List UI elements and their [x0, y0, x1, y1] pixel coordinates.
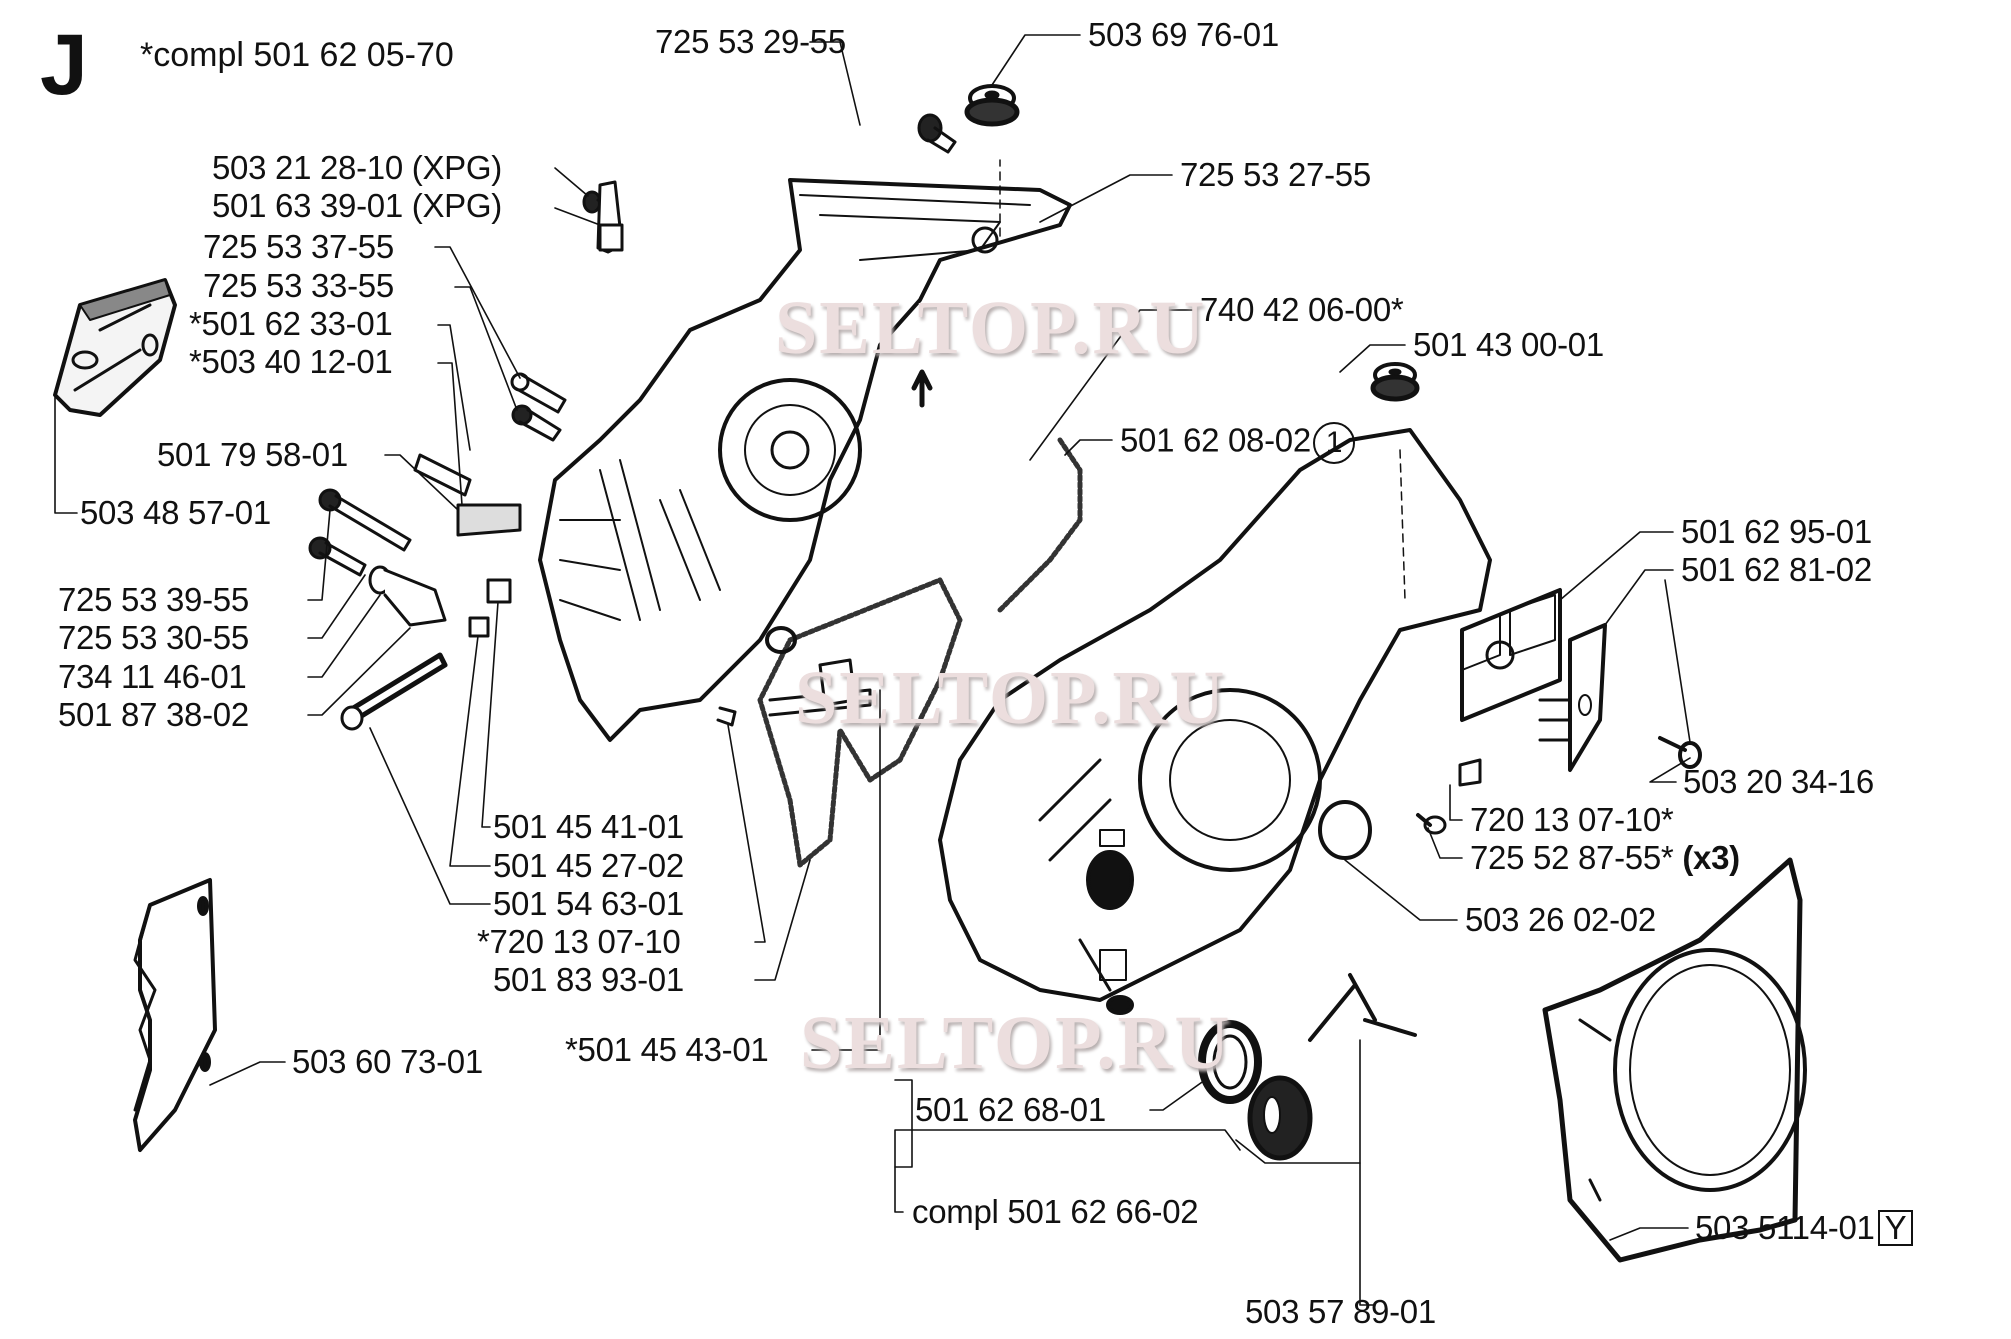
chain-catcher-drawing — [133, 878, 217, 1152]
part-label[interactable]: 501 62 95-01 — [1681, 513, 1872, 550]
kit-note: *compl 501 62 05-70 — [140, 36, 454, 74]
part-label[interactable]: 503 69 76-01 — [1088, 16, 1279, 53]
part-label-with-qty[interactable]: 725 52 87-55* (x3) — [1470, 840, 1740, 876]
watermark-bottom: SELTOP.RU — [800, 1001, 1232, 1085]
part-label[interactable]: 725 53 27-55 — [1180, 156, 1371, 193]
crankcase-half-right-drawing — [938, 428, 1492, 1015]
section-letter: J — [40, 17, 88, 113]
part-label[interactable]: 740 42 06-00* — [1200, 291, 1404, 328]
watermark-middle: SELTOP.RU — [795, 656, 1227, 740]
part-label[interactable]: 501 87 38-02 — [58, 696, 249, 733]
part-label[interactable]: 503 48 57-01 — [80, 494, 271, 531]
part-label[interactable]: 725 53 29-55 — [655, 23, 846, 60]
part-label[interactable]: 501 43 00-01 — [1413, 326, 1604, 363]
part-label[interactable]: *720 13 07-10 — [477, 923, 681, 960]
part-label[interactable]: 725 53 30-55 — [58, 619, 249, 656]
part-label[interactable]: *503 40 12-01 — [189, 343, 393, 380]
part-label[interactable]: 503 60 73-01 — [292, 1043, 483, 1080]
part-label[interactable]: *501 45 43-01 — [565, 1031, 769, 1068]
part-label[interactable]: 734 11 46-01 — [58, 658, 247, 695]
part-number: 503 5114-01 — [1695, 1209, 1875, 1246]
variant-box: Y — [1877, 1210, 1914, 1246]
part-label[interactable]: 503 57 89-01 — [1245, 1293, 1436, 1330]
part-label[interactable]: 501 54 63-01 — [493, 885, 684, 922]
part-label[interactable]: 501 45 27-02 — [493, 847, 684, 884]
crankcase-half-left-drawing — [538, 159, 1072, 742]
direction-arrow — [911, 369, 933, 408]
leader-lines — [54, 34, 1691, 1306]
bolts-pins-drawing — [308, 372, 567, 731]
quantity-badge: (x3) — [1682, 839, 1740, 876]
part-label[interactable]: 501 63 39-01 (XPG) — [212, 187, 502, 224]
oil-cap-drawing — [1198, 973, 1417, 1161]
part-label[interactable]: 725 53 37-55 — [203, 228, 394, 265]
part-label[interactable]: 501 62 68-01 — [915, 1091, 1106, 1128]
part-label[interactable]: 725 53 39-55 — [58, 581, 249, 618]
grommet-right-drawing — [1370, 362, 1420, 402]
part-label[interactable]: 725 53 33-55 — [203, 267, 394, 304]
part-label[interactable]: 501 83 93-01 — [493, 961, 684, 998]
xpg-parts-drawing — [582, 180, 624, 254]
grommet-top-drawing — [964, 84, 1020, 127]
part-label[interactable]: compl 501 62 66-02 — [912, 1193, 1199, 1230]
callout-circle: 1 — [1312, 422, 1355, 464]
screw-top-drawing — [917, 113, 957, 154]
filter-bracket-drawing — [1416, 588, 1702, 835]
part-label[interactable]: 503 26 02-02 — [1465, 901, 1656, 938]
watermark-top: SELTOP.RU — [775, 286, 1207, 370]
part-label[interactable]: 501 79 58-01 — [157, 436, 348, 473]
gasket-drawing — [716, 437, 1083, 868]
part-label[interactable]: 501 62 81-02 — [1681, 551, 1872, 588]
part-label[interactable]: 501 45 41-01 — [493, 808, 684, 845]
starter-cover-drawing — [1542, 857, 1807, 1263]
part-number: 725 52 87-55* — [1470, 839, 1674, 876]
part-label[interactable]: *501 62 33-01 — [189, 305, 393, 342]
part-label[interactable]: 503 20 34-16 — [1683, 763, 1874, 800]
part-label[interactable]: 503 21 28-10 (XPG) — [212, 149, 502, 186]
part-label[interactable]: 720 13 07-10* — [1470, 801, 1674, 838]
bar-plate-drawing — [53, 278, 177, 417]
part-number: 501 62 08-02 — [1120, 421, 1311, 459]
